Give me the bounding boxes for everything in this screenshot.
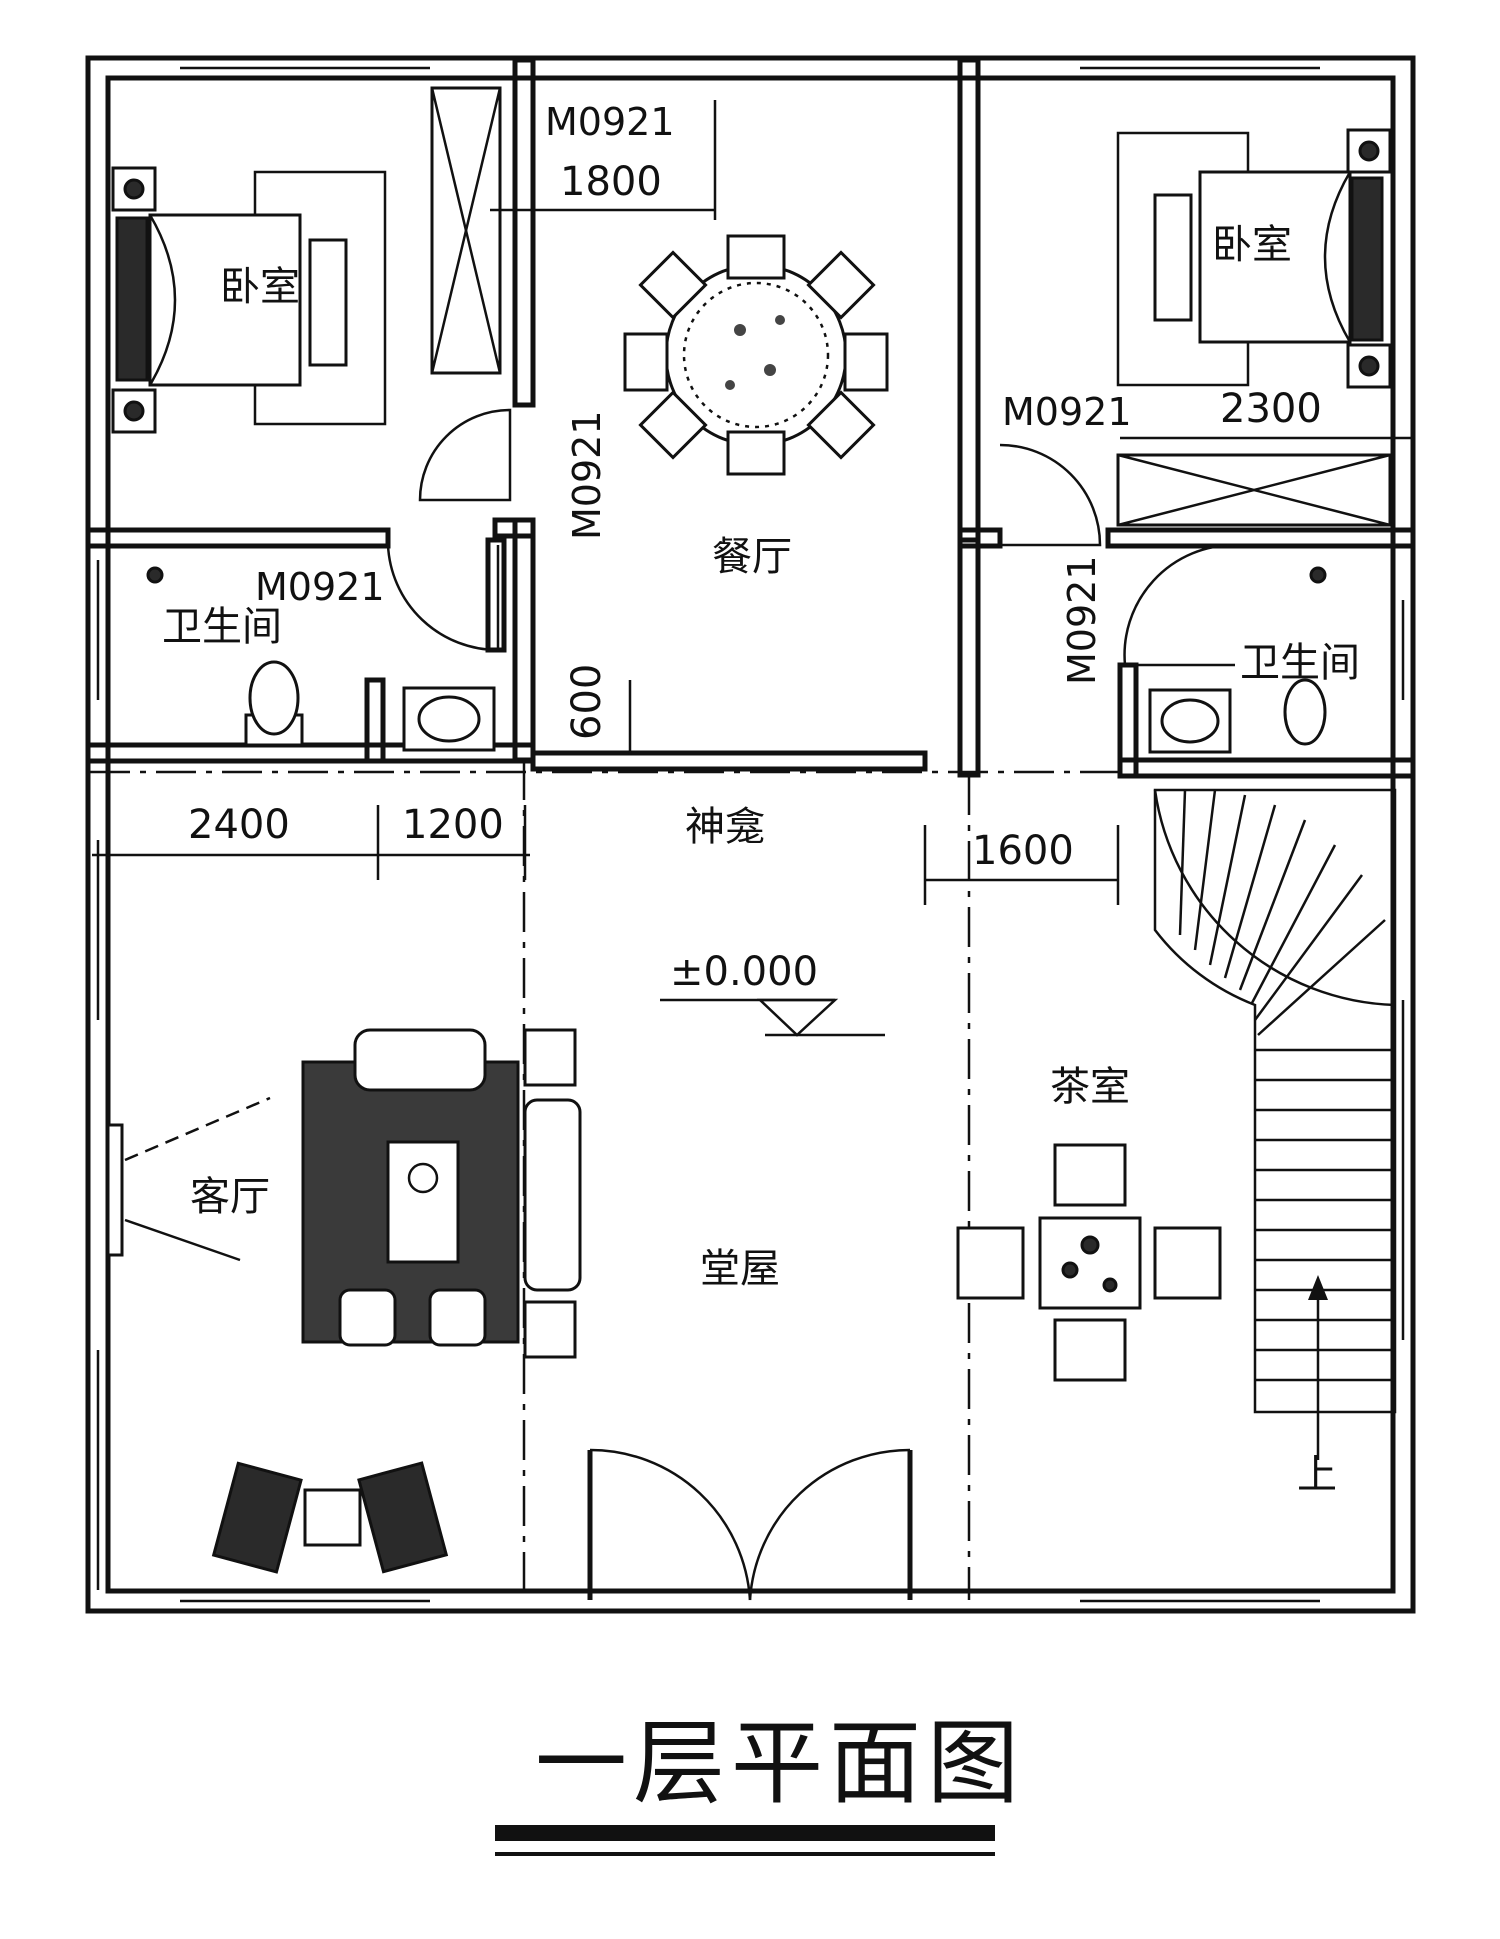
elevation-symbol — [660, 998, 885, 1037]
room-label-tea: 茶室 — [1050, 1064, 1130, 1110]
dim-600: 600 — [564, 664, 610, 740]
dim-2400: 2400 — [188, 802, 290, 848]
door-code-bedroom-right: M0921 — [1002, 390, 1132, 434]
door-swings — [386, 408, 1236, 667]
entry-door — [587, 1448, 913, 1601]
room-label-dining: 餐厅 — [712, 534, 792, 580]
staircase — [1153, 788, 1397, 1460]
door-code-top: M0921 — [545, 100, 675, 144]
room-label-shrine: 神龛 — [685, 804, 765, 850]
dim-2300: 2300 — [1220, 386, 1322, 432]
door-code-bath-right: M0921 — [1060, 556, 1104, 686]
room-label-bath-right: 卫生间 — [1240, 640, 1360, 686]
dimension-lines — [92, 100, 1412, 905]
title-underline-thick — [495, 1825, 995, 1841]
dim-1200: 1200 — [402, 802, 504, 848]
title-underline-thin — [495, 1852, 995, 1856]
wardrobe-right — [1116, 453, 1392, 527]
bed-left — [111, 166, 387, 434]
bed-right — [1116, 128, 1392, 389]
dim-1800: 1800 — [560, 159, 662, 205]
room-label-bath-left: 卫生间 — [162, 604, 282, 650]
living-furniture — [106, 1028, 582, 1574]
bath-right-fixtures — [1148, 566, 1327, 754]
room-label-hall: 堂屋 — [700, 1246, 780, 1292]
room-label-bedroom-right: 卧室 — [1212, 222, 1292, 268]
dim-1600: 1600 — [972, 828, 1074, 874]
elevation-label: ±0.000 — [670, 949, 818, 995]
bath-left-fixtures — [146, 566, 496, 752]
tea-furniture — [956, 1143, 1222, 1382]
interior-walls — [85, 57, 1416, 779]
stair-up-label: 上 — [1297, 1452, 1337, 1498]
room-label-living: 客厅 — [190, 1174, 270, 1220]
plan-title: 一层平面图 — [535, 1710, 1025, 1817]
dining-table — [623, 234, 889, 476]
door-code-dining-side: M0921 — [565, 411, 609, 541]
door-code-bath-left: M0921 — [255, 565, 385, 609]
wardrobe-left — [430, 86, 502, 375]
room-label-bedroom-left: 卧室 — [220, 264, 300, 310]
